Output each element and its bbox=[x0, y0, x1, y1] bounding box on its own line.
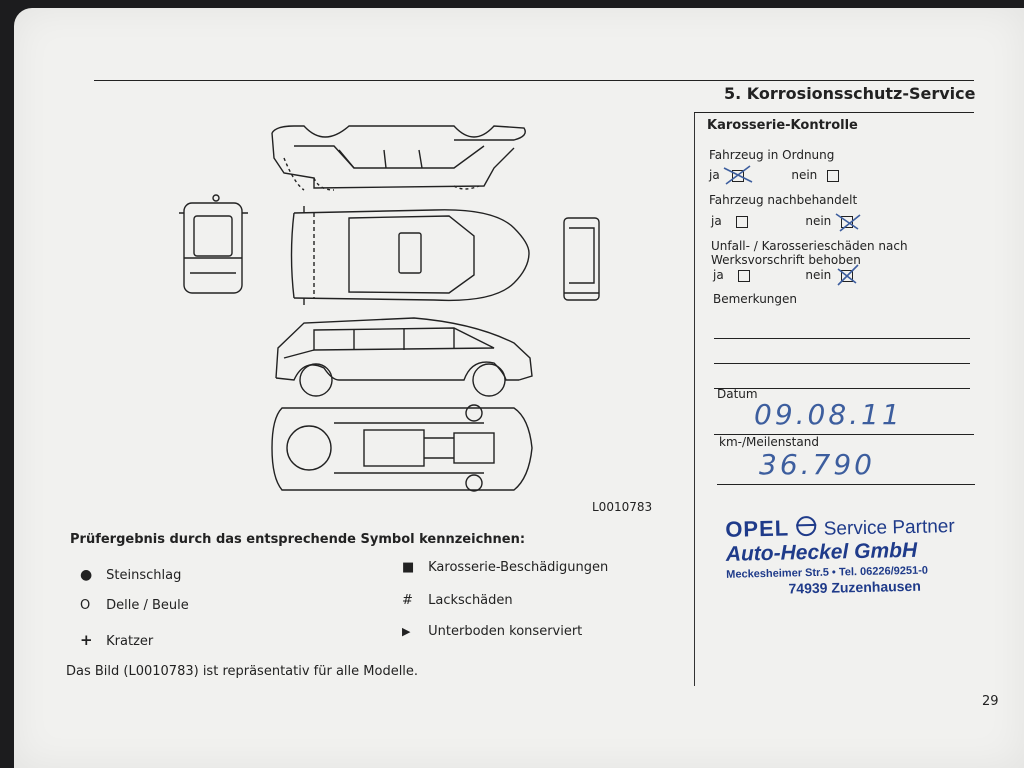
legend-item-delle: O Delle / Beule bbox=[80, 598, 189, 613]
page-title: 5. Korrosionsschutz-Service bbox=[724, 84, 976, 103]
body-damage-symbol: ■ bbox=[402, 560, 415, 575]
handwritten-cross-icon bbox=[835, 212, 861, 232]
opel-logo-icon bbox=[796, 515, 817, 537]
legend-label: Steinschlag bbox=[106, 568, 182, 583]
legend-label: Delle / Beule bbox=[106, 598, 189, 613]
q3-options: ja nein bbox=[713, 263, 873, 286]
q1-ja-checkbox[interactable] bbox=[723, 164, 752, 185]
header-rule bbox=[94, 80, 974, 81]
legend-title: Prüfergebnis durch das entsprechende Sym… bbox=[70, 532, 526, 547]
dealer-stamp: OPEL Service Partner Auto-Heckel GmbH Me… bbox=[725, 511, 997, 613]
legend-item-steinschlag: ● Steinschlag bbox=[80, 567, 181, 583]
figure-code: L0010783 bbox=[592, 500, 653, 514]
q1-nein-checkbox[interactable] bbox=[827, 169, 840, 182]
handwritten-cross-icon bbox=[837, 263, 859, 286]
q1-nein-label: nein bbox=[791, 168, 818, 182]
page-number: 29 bbox=[982, 694, 999, 709]
legend-item-kratzer: + Kratzer bbox=[80, 631, 153, 649]
handwritten-cross-icon bbox=[723, 164, 752, 185]
q2-nein-label: nein bbox=[805, 214, 832, 228]
km-line bbox=[717, 484, 975, 485]
km-label: km-/Meilenstand bbox=[719, 435, 819, 449]
q1-ja-label: ja bbox=[709, 168, 720, 182]
q1-label: Fahrzeug in Ordnung bbox=[709, 148, 835, 162]
legend-label: Unterboden konserviert bbox=[428, 624, 583, 639]
stamp-line-4: 74939 Zuzenhausen bbox=[788, 577, 921, 597]
q2-options: ja nein bbox=[711, 212, 871, 232]
legend-note: Das Bild (L0010783) ist repräsentativ fü… bbox=[66, 664, 419, 679]
form-title-rule bbox=[694, 112, 974, 113]
bemerkungen-label: Bemerkungen bbox=[713, 292, 798, 306]
car-side-view bbox=[275, 317, 533, 397]
stamp-service-partner: Service Partner bbox=[823, 516, 955, 540]
stone-chip-symbol: ● bbox=[80, 567, 93, 583]
q2-label: Fahrzeug nachbehandelt bbox=[709, 193, 858, 207]
legend-item-lack: # Lackschäden bbox=[402, 593, 513, 608]
q3-nein-label: nein bbox=[805, 268, 832, 282]
car-front-view bbox=[179, 194, 248, 294]
q2-ja-label: ja bbox=[711, 214, 722, 228]
paint-damage-symbol: # bbox=[402, 593, 413, 608]
legend-label: Kratzer bbox=[106, 634, 154, 649]
q3-ja-checkbox[interactable] bbox=[737, 269, 750, 282]
q3-nein-checkbox[interactable] bbox=[837, 263, 859, 286]
car-top-view bbox=[290, 206, 530, 305]
q3-label-1: Unfall- / Karosserieschäden nach bbox=[711, 239, 908, 253]
datum-label: Datum bbox=[717, 387, 758, 401]
underbody-symbol: ▶ bbox=[402, 625, 411, 638]
legend-label: Lackschäden bbox=[428, 593, 513, 608]
q3-ja-label: ja bbox=[713, 268, 724, 282]
car-diagram-figure bbox=[179, 125, 600, 492]
km-value[interactable]: 36.790 bbox=[759, 448, 875, 481]
opel-brand: OPEL bbox=[725, 515, 790, 542]
legend-item-karosserie: ■ Karosserie-Beschädigungen bbox=[402, 560, 608, 575]
datum-line bbox=[714, 434, 974, 435]
car-underbody-view bbox=[271, 404, 533, 492]
car-folded-view bbox=[271, 125, 526, 191]
q1-options: ja nein bbox=[709, 164, 869, 185]
q2-ja-checkbox[interactable] bbox=[735, 215, 748, 228]
q3-label-2: Werksvorschrift behoben bbox=[711, 253, 861, 267]
q2-nein-checkbox[interactable] bbox=[835, 212, 861, 232]
dent-symbol: O bbox=[80, 598, 91, 613]
legend-label: Karosserie-Beschädigungen bbox=[428, 560, 609, 575]
scratch-symbol: + bbox=[80, 631, 93, 649]
datum-value[interactable]: 09.08.11 bbox=[754, 398, 903, 431]
legend-item-unterboden: ▶ Unterboden konserviert bbox=[402, 624, 582, 639]
stamp-line-2: Auto-Heckel GmbH bbox=[725, 538, 918, 566]
car-rear-view bbox=[563, 217, 600, 301]
form-title: Karosserie-Kontrolle bbox=[707, 118, 858, 133]
form-divider bbox=[694, 112, 695, 686]
bemerkungen-line-2 bbox=[714, 363, 970, 364]
bemerkungen-line-1 bbox=[714, 338, 970, 339]
manual-page: 5. Korrosionsschutz-Service bbox=[14, 8, 1024, 768]
bemerkungen-line-3 bbox=[714, 388, 970, 389]
